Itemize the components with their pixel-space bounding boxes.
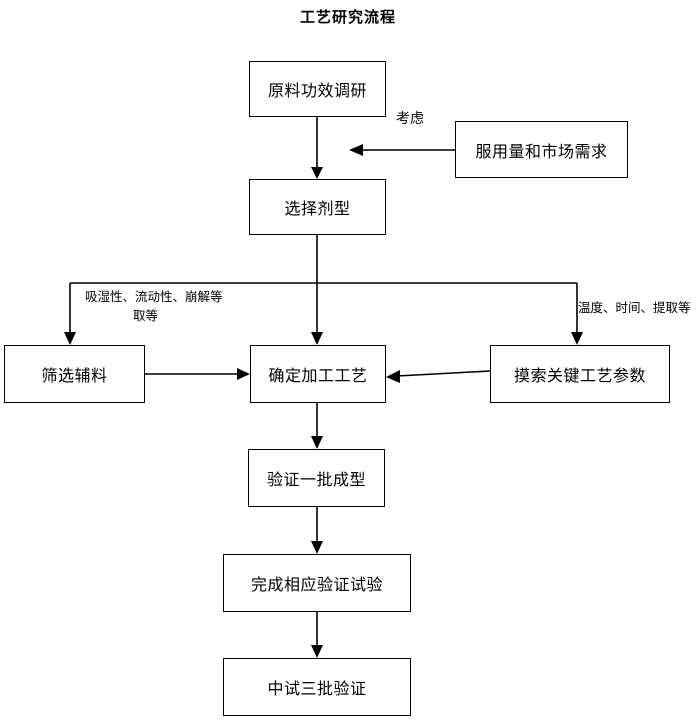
node-dosage-market-demand[interactable]: 服用量和市场需求 [455, 121, 628, 178]
edge-n6-n5 [396, 370, 491, 377]
node-determine-process[interactable]: 确定加工工艺 [250, 345, 386, 403]
arrowhead-bus-n5 [311, 332, 323, 345]
node-explore-key-parameters[interactable]: 摸索关键工艺参数 [490, 345, 670, 403]
edge-label-left-branch-line1: 吸湿性、流动性、崩解等 [85, 290, 223, 304]
node-pilot-three-batch-validation[interactable]: 中试三批验证 [223, 658, 411, 716]
arrowhead-n7-n8 [311, 541, 323, 554]
arrowhead-n8-n9 [311, 645, 323, 658]
arrowhead-n5-n7 [311, 436, 323, 449]
arrowhead-bus-n4 [64, 332, 76, 345]
arrowhead-bus-n6 [571, 332, 583, 345]
arrowhead-n1-n3 [311, 167, 323, 179]
edge-label-right-branch: 温度、时间、提取等 [578, 301, 691, 315]
edge-label-left-branch-line2: 取等 [133, 309, 159, 323]
node-raw-material-research[interactable]: 原料功效调研 [249, 61, 386, 117]
arrowhead-n4-n5 [237, 368, 250, 380]
arrowhead-n6-n5 [386, 370, 400, 383]
node-complete-validation-tests[interactable]: 完成相应验证试验 [223, 554, 411, 612]
node-select-dosage-form[interactable]: 选择剂型 [249, 179, 386, 235]
arrowhead-n2-trunk [349, 144, 363, 156]
node-screen-excipients[interactable]: 筛选辅料 [4, 345, 145, 403]
page-title: 工艺研究流程 [299, 9, 396, 26]
node-verify-one-batch[interactable]: 验证一批成型 [248, 449, 385, 507]
edge-label-consider: 考虑 [396, 110, 424, 126]
